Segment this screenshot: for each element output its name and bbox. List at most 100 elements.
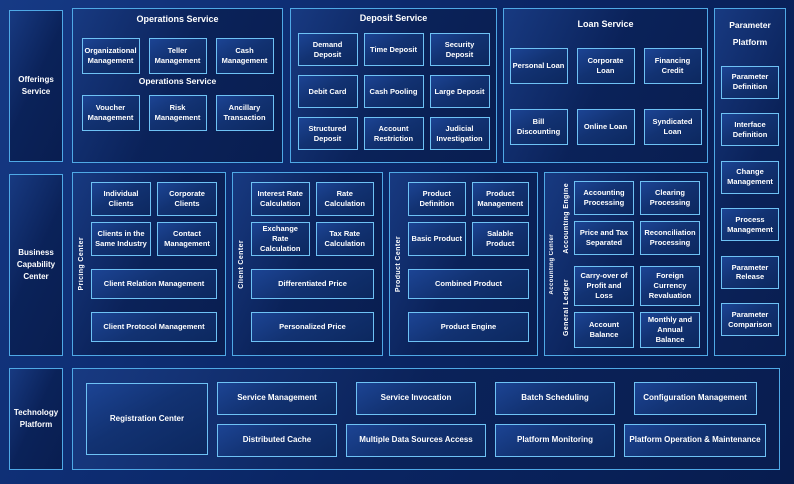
vertical-label: General Ledger <box>562 278 570 336</box>
capability-box: Service Invocation <box>356 381 476 415</box>
small-box-grid: Individual Clients Corporate Clients Cli… <box>91 182 217 256</box>
capability-box: Cash Management <box>215 38 274 74</box>
vertical-label: Client Center <box>237 239 245 289</box>
capability-box: Client Protocol Management <box>91 312 217 342</box>
panel-title: Deposit Service <box>359 13 428 23</box>
vertical-label-strip: Accounting Center <box>545 173 558 355</box>
panel-technology-platform: Registration Center Service Management D… <box>72 368 780 470</box>
capability-box: Structured Deposit <box>297 117 358 150</box>
panel-title: Operations Service <box>136 14 219 24</box>
capability-box: Rate Calculation <box>315 182 374 216</box>
panel-content: Product Definition Product Management Ba… <box>406 173 537 355</box>
capability-box: Basic Product <box>408 222 466 256</box>
capability-box: Individual Clients <box>91 182 151 216</box>
capability-box: Organizational Management <box>81 38 140 74</box>
capability-box: Demand Deposit <box>297 33 358 66</box>
capability-box: Carry-over of Profit and Loss <box>574 266 634 306</box>
capability-box: Personalized Price <box>251 312 374 342</box>
vertical-label-strip: Accounting Engine <box>558 181 574 255</box>
capability-box: Personal Loan <box>509 48 568 84</box>
capability-box: Combined Product <box>408 269 529 299</box>
capability-box: Client Relation Management <box>91 269 217 299</box>
panel-product-center: Product Center Product Definition Produc… <box>389 172 538 356</box>
capability-box: Tax Rate Calculation <box>315 222 374 256</box>
capability-box: Account Balance <box>574 312 634 348</box>
capability-box: Reconciliation Processing <box>640 221 700 255</box>
capability-box: Accounting Processing <box>574 181 634 215</box>
tech-column: Service Management Distributed Cache <box>217 381 337 457</box>
vertical-label: Product Center <box>394 235 402 293</box>
general-ledger-group: General Ledger Carry-over of Profit and … <box>558 266 700 348</box>
tech-column: Service Invocation Multiple Data Sources… <box>346 381 486 457</box>
capability-box: Clients in the Same Industry <box>91 222 151 256</box>
capability-box: Account Restriction <box>363 117 424 150</box>
vertical-label: Pricing Center <box>77 237 85 291</box>
capability-box: Risk Management <box>148 95 207 131</box>
vertical-label-strip: Product Center <box>390 173 406 355</box>
tech-column: Batch Scheduling Platform Monitoring <box>495 381 615 457</box>
capability-box: Financing Credit <box>643 48 702 84</box>
vertical-label: Accounting Engine <box>562 182 570 254</box>
small-box-grid: Carry-over of Profit and Loss Foreign Cu… <box>574 266 700 348</box>
accounting-engine-group: Accounting Engine Accounting Processing … <box>558 181 700 255</box>
deposit-row-2: Debit Card Cash Pooling Large Deposit <box>291 75 496 108</box>
capability-box: Distributed Cache <box>217 423 337 457</box>
capability-box: Differentiated Price <box>251 269 374 299</box>
parameter-box-stack: Parameter Definition Interface Definitio… <box>715 51 785 355</box>
panel-pricing-center: Pricing Center Individual Clients Corpor… <box>72 172 226 356</box>
capability-box: Price and Tax Separated <box>574 221 634 255</box>
deposit-row-3: Structured Deposit Account Restriction J… <box>291 117 496 150</box>
capability-box: Service Management <box>217 381 337 415</box>
rail-technology-platform: Technology Platform <box>9 368 63 470</box>
capability-box: Online Loan <box>576 109 635 145</box>
capability-box: Salable Product <box>471 222 529 256</box>
capability-box: Product Definition <box>408 182 466 216</box>
capability-box: Product Engine <box>408 312 529 342</box>
capability-box: Time Deposit <box>363 33 424 66</box>
capability-box: Parameter Definition <box>721 65 779 99</box>
capability-box: Clearing Processing <box>640 181 700 215</box>
small-box-grid: Product Definition Product Management Ba… <box>408 182 529 256</box>
vertical-label-strip: General Ledger <box>558 266 574 348</box>
capability-box: Teller Management <box>148 38 207 74</box>
capability-box: Product Management <box>471 182 529 216</box>
vertical-label-strip: Client Center <box>233 173 249 355</box>
panel-subtitle: Operations Service <box>138 76 217 86</box>
capability-box: Change Management <box>721 160 779 194</box>
capability-box: Voucher Management <box>81 95 140 131</box>
capability-box: Syndicated Loan <box>643 109 702 145</box>
panel-loan-service: Loan Service Personal Loan Corporate Loa… <box>503 8 708 163</box>
capability-box: Interest Rate Calculation <box>251 182 310 216</box>
panel-deposit-service: Deposit Service Demand Deposit Time Depo… <box>290 8 497 163</box>
capability-box: Debit Card <box>297 75 358 108</box>
capability-box: Judicial Investigation <box>429 117 490 150</box>
panel-client-center: Client Center Interest Rate Calculation … <box>232 172 383 356</box>
deposit-row-1: Demand Deposit Time Deposit Security Dep… <box>291 33 496 66</box>
panel-content: Interest Rate Calculation Rate Calculati… <box>249 173 382 355</box>
capability-box: Monthly and Annual Balance <box>640 312 700 348</box>
panel-content: Individual Clients Corporate Clients Cli… <box>89 173 225 355</box>
capability-box: Corporate Clients <box>157 182 217 216</box>
capability-box: Multiple Data Sources Access <box>346 423 486 457</box>
panel-accounting-center: Accounting Center Accounting Engine Acco… <box>544 172 708 356</box>
capability-box: Contact Management <box>157 222 217 256</box>
capability-box: Platform Operation & Maintenance <box>624 423 766 457</box>
capability-box: Process Management <box>721 208 779 242</box>
capability-box: Cash Pooling <box>363 75 424 108</box>
capability-box: Exchange Rate Calculation <box>251 222 310 256</box>
tech-column: Configuration Management Platform Operat… <box>624 381 766 457</box>
vertical-label-strip: Pricing Center <box>73 173 89 355</box>
vertical-label: Accounting Center <box>548 233 555 295</box>
capability-box: Configuration Management <box>633 381 757 415</box>
loan-row-2: Bill Discounting Online Loan Syndicated … <box>504 109 707 145</box>
operations-row-2: Voucher Management Risk Management Ancil… <box>73 95 282 131</box>
capability-box: Security Deposit <box>429 33 490 66</box>
capability-box: Bill Discounting <box>509 109 568 145</box>
capability-box: Batch Scheduling <box>495 381 615 415</box>
rail-business-capability-center: Business Capability Center <box>9 174 63 356</box>
panel-content: Accounting Engine Accounting Processing … <box>558 173 707 355</box>
panel-operations-service: Operations Service Organizational Manage… <box>72 8 283 163</box>
capability-box: Large Deposit <box>429 75 490 108</box>
capability-box: Ancillary Transaction <box>215 95 274 131</box>
